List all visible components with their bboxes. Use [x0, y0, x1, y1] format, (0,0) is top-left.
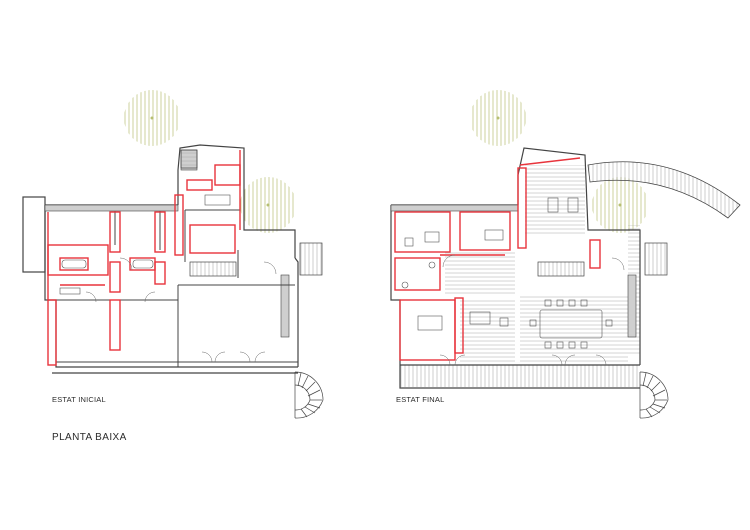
interior-walls — [56, 209, 298, 367]
door-swings — [439, 254, 625, 366]
plan-initial-state — [22, 90, 324, 419]
initial-state-label: ESTAT INICIAL — [52, 395, 106, 404]
tree-icon — [592, 177, 648, 233]
staircase-icon — [180, 149, 237, 277]
demolition-walls — [47, 150, 241, 366]
staircase-icon — [644, 242, 668, 276]
final-state-label: ESTAT FINAL — [396, 395, 445, 404]
staircase-icon — [537, 261, 585, 277]
tree-icon — [470, 90, 526, 146]
wall-fills — [44, 149, 290, 338]
curved-canopy — [587, 161, 741, 219]
tree-icon — [124, 90, 180, 146]
tree-icon — [240, 177, 296, 233]
floor-hatching — [400, 165, 640, 387]
staircase-icon — [299, 242, 323, 276]
plan-final-state — [390, 90, 741, 419]
drawing-title: PLANTA BAIXA — [52, 432, 127, 443]
new-walls — [394, 157, 601, 361]
spiral-staircase-icon — [294, 371, 324, 419]
spiral-staircase-icon — [639, 371, 669, 419]
door-swings — [85, 257, 277, 363]
furniture — [401, 197, 613, 349]
fixtures — [59, 194, 231, 295]
exterior-walls — [22, 144, 299, 374]
